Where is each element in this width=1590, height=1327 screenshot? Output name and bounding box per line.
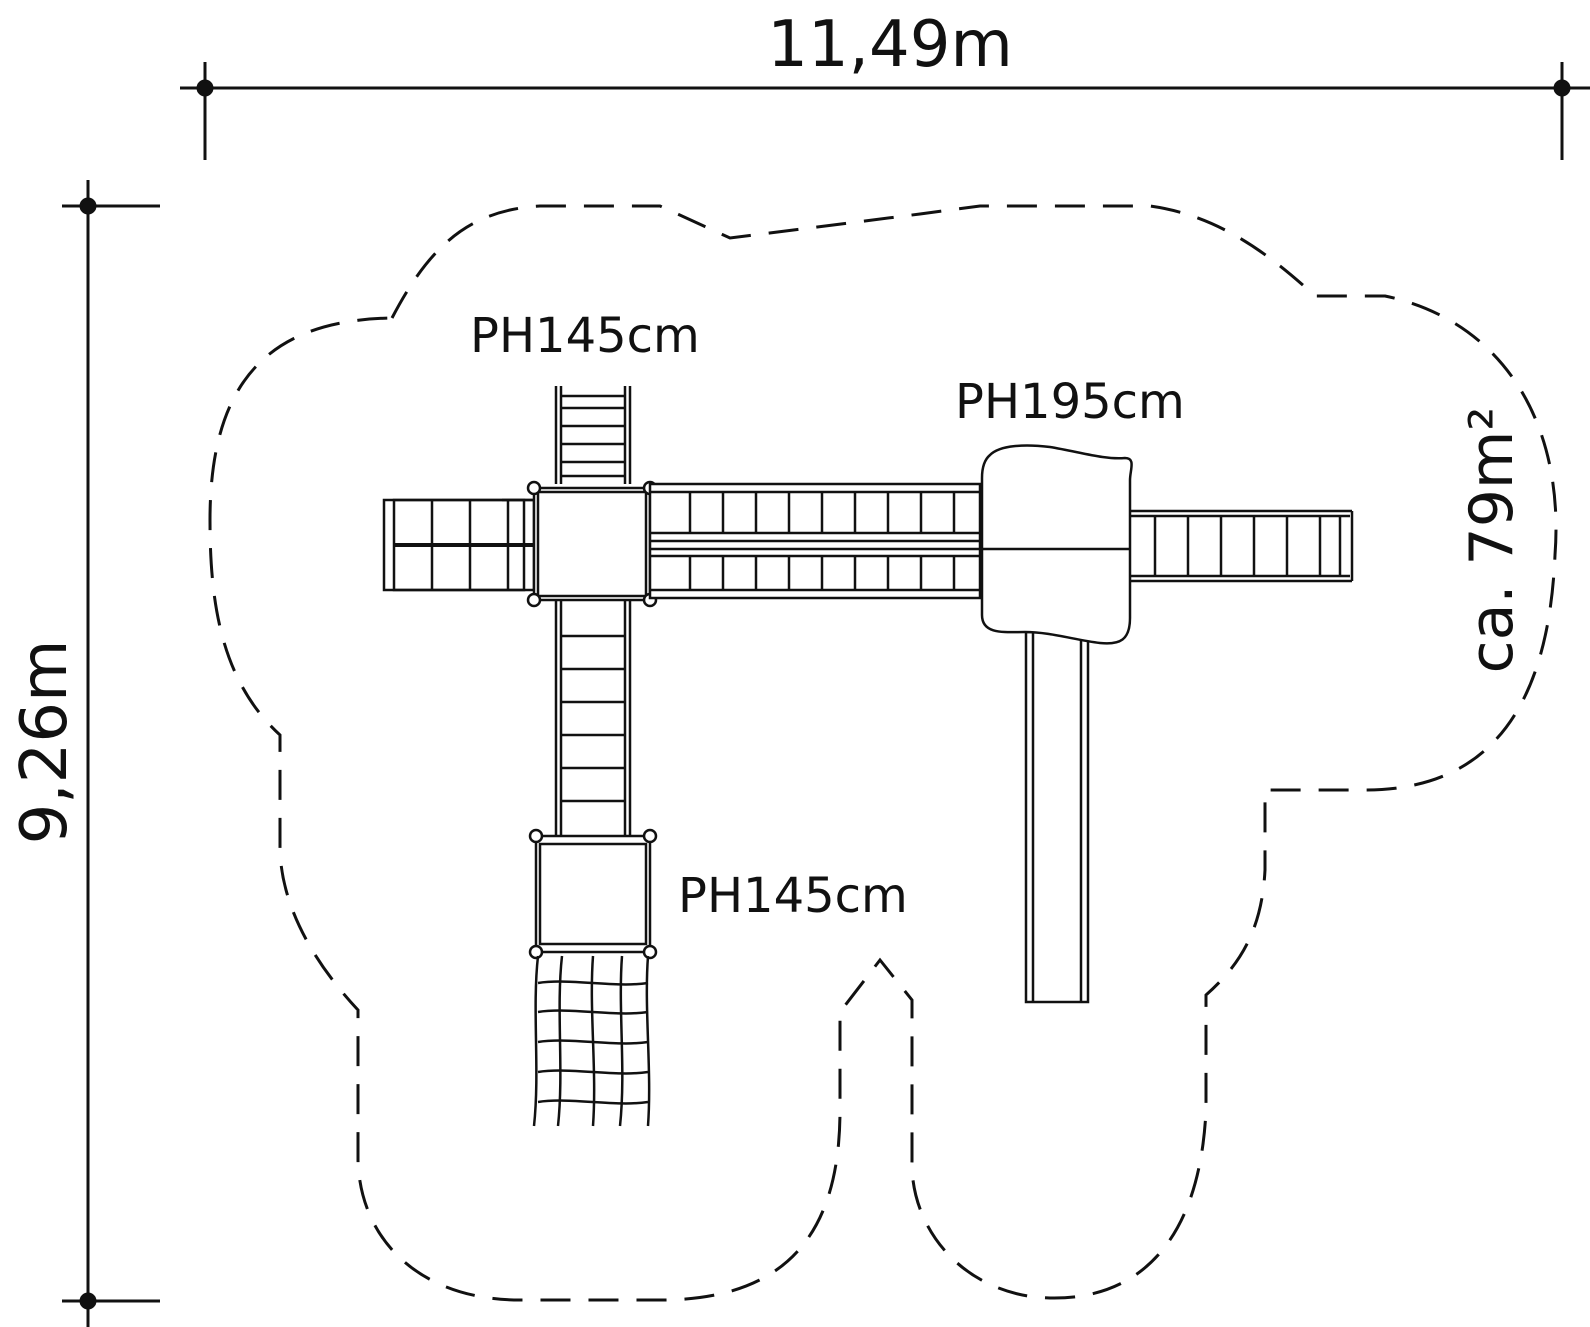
depth-dimension — [62, 180, 160, 1327]
safety-area-outline — [208, 204, 1558, 1302]
post-cap — [528, 944, 544, 960]
width-label: 11,49m — [767, 8, 1013, 82]
left-platform — [526, 480, 658, 608]
platform-height-label-bottom: PH145cm — [678, 868, 908, 924]
post-cap — [526, 480, 542, 496]
post-cap — [528, 828, 544, 844]
depth-dim-end-dot — [79, 1292, 97, 1310]
depth-dim-start-dot — [79, 197, 97, 215]
slide — [1024, 630, 1090, 1004]
post-cap — [642, 828, 658, 844]
platform-height-label-tower: PH195cm — [955, 374, 1185, 430]
climbing-net — [532, 955, 651, 1127]
rope-bridge — [648, 482, 982, 600]
width-dim-start-dot — [196, 79, 214, 97]
post-cap — [526, 592, 542, 608]
equipment — [382, 386, 1354, 1127]
top-ladder — [554, 386, 632, 484]
tower — [980, 444, 1133, 645]
left-climbing-section — [382, 498, 536, 592]
area-label: ca. 79m² — [1457, 407, 1527, 674]
middle-ladder — [554, 600, 632, 836]
width-dim-end-dot — [1553, 79, 1571, 97]
platform-height-label-left: PH145cm — [470, 308, 700, 364]
bottom-platform — [528, 828, 658, 960]
post-cap — [642, 944, 658, 960]
depth-label: 9,26m — [8, 640, 82, 845]
right-ladder — [1130, 509, 1354, 583]
width-dimension — [180, 62, 1590, 160]
